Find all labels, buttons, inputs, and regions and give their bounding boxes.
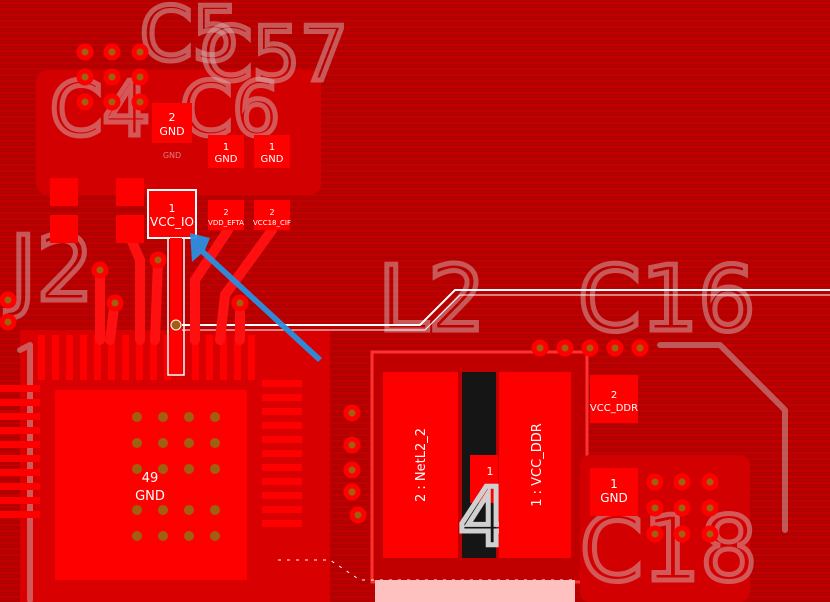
highlighted-net-route-2: [175, 294, 830, 331]
pad-l2-2[interactable]: [383, 372, 458, 558]
pad-label-vdd-efta-net: VDD_EFTA: [208, 219, 244, 227]
pad-l2-1[interactable]: [499, 372, 571, 558]
ic-thermal-vias: [132, 412, 220, 541]
pads-j2: [50, 178, 144, 243]
selected-trace-outline: [167, 238, 185, 376]
pad-label-vcc18-cif-net: VCC18_CIF: [253, 219, 291, 227]
pad-label-ic-number: 49: [142, 471, 159, 486]
cursor-arrow-icon: [190, 233, 322, 362]
pad-vcc-ddr[interactable]: [590, 375, 638, 423]
highlighted-net-route: [175, 289, 830, 326]
pad-gnd-b[interactable]: [254, 135, 290, 168]
silk-j2: J2: [5, 217, 94, 322]
pad-label-vdd-efta-number: 2: [223, 208, 228, 217]
selected-trace[interactable]: [170, 238, 182, 374]
pad-label-vcc-io-net: VCC_IO: [150, 215, 194, 229]
pad-label-vcc18-cif-number: 2: [269, 208, 274, 217]
trace-vertex-handle[interactable]: [170, 319, 182, 331]
pad-label-gnd-a-number: 1: [223, 142, 229, 153]
pad-label-l2-mid: 1: [487, 465, 494, 478]
pad-label-gnd-small: GND: [163, 151, 181, 160]
pad-label-gnd-right-net: GND: [600, 491, 628, 505]
silk-c16: C16: [578, 247, 755, 352]
pad-gnd-top[interactable]: [152, 103, 192, 143]
pad-label-vcc-io-number: 1: [169, 202, 176, 215]
vias: [0, 43, 719, 543]
ic-pins-right: [262, 380, 302, 527]
silk-c5: C5: [140, 0, 240, 78]
pad-vcc18-cif[interactable]: [254, 200, 290, 230]
pad-label-l2-2: 2 : NetL2_2: [414, 428, 429, 502]
pad-label-gnd-a-net: GND: [215, 154, 238, 165]
pad-label-gnd-right-number: 1: [610, 477, 618, 491]
ic-pins-left: [0, 385, 40, 518]
silk-l2: L2: [378, 247, 485, 352]
pad-gnd-right[interactable]: [590, 468, 638, 516]
pad-vdd-efta[interactable]: [208, 200, 244, 230]
pad-label-gnd-top-net: GND: [159, 125, 184, 138]
pad-label-gnd-b-number: 1: [269, 142, 275, 153]
pad-label-gnd-top-number: 2: [169, 111, 176, 124]
bottom-pad-strip: [375, 580, 575, 602]
pad-l2-mid: [470, 455, 498, 503]
pad-label-vcc-ddr-net: VCC_DDR: [590, 403, 638, 414]
pad-label-vcc-ddr-number: 2: [611, 390, 617, 401]
silk-outline-right: [657, 342, 788, 533]
pad-gnd-a[interactable]: [208, 135, 244, 168]
pad-label-ic-net: GND: [135, 489, 165, 504]
pad-label-gnd-b-net: GND: [261, 154, 284, 165]
silk-c57: C57: [200, 10, 348, 98]
pad-label-l2-1: 1 : VCC_DDR: [530, 423, 545, 507]
